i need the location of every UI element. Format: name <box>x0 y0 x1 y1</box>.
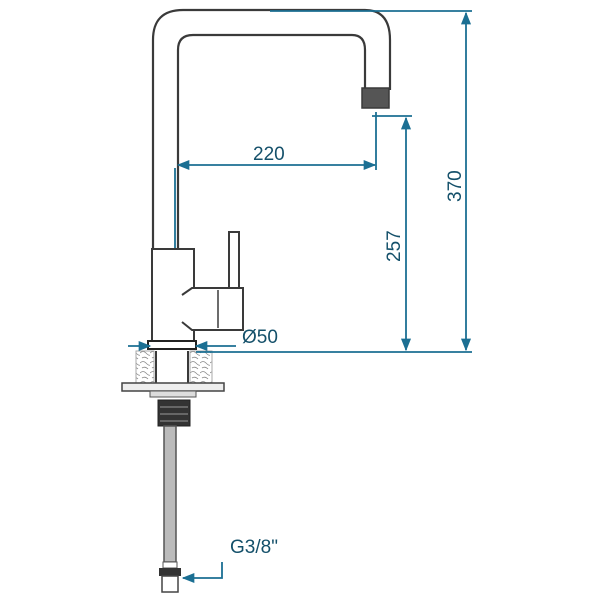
total-height-label: 370 <box>445 170 466 202</box>
dimension-lines <box>128 10 472 584</box>
base-diameter-label: Ø50 <box>242 327 278 348</box>
countertop-left <box>135 350 155 384</box>
connection-label: G3/8" <box>230 537 278 558</box>
spout-nozzle <box>361 87 390 109</box>
supply-hose <box>163 425 177 563</box>
handle-lever <box>228 231 240 291</box>
spout-reach-label: 220 <box>253 144 285 165</box>
spout-height-label: 257 <box>384 230 405 262</box>
hose-fitting <box>159 568 181 576</box>
mounting-plate <box>121 382 225 392</box>
faucet-spout <box>151 8 392 248</box>
base-ring <box>147 340 197 350</box>
mounting-nut <box>157 399 191 427</box>
countertop-right <box>189 350 213 384</box>
handle-block <box>181 287 244 331</box>
